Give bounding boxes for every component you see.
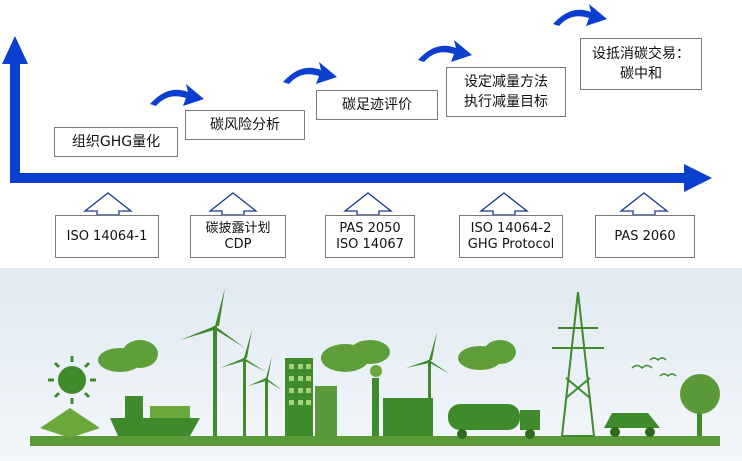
hollow-up-arrow-icon <box>83 192 133 216</box>
curved-arrow-icon <box>418 40 472 62</box>
standard-pas2060: PAS 2060 <box>595 215 695 258</box>
stage-label: 组织GHG量化 <box>71 134 161 150</box>
wind-turbine-icon <box>220 330 266 436</box>
office-building-icon <box>285 358 313 436</box>
timeline-axes <box>2 4 712 216</box>
solar-panel-icon <box>40 408 100 438</box>
stage-label: 碳足迹评价 <box>342 97 412 113</box>
tree-icon <box>680 374 720 436</box>
stage-reduction-target: 设定减量方法 执行减量目标 <box>446 67 566 117</box>
wind-turbine-icon <box>406 332 450 436</box>
hollow-up-arrow-icon <box>619 192 669 216</box>
hollow-up-arrow-icon <box>479 192 529 216</box>
stage-label-line-2: 执行减量目标 <box>464 94 548 110</box>
wind-turbine-icon <box>180 288 245 436</box>
ground-strip <box>30 436 720 446</box>
cargo-ship-icon <box>110 418 200 436</box>
standard-label-line-2: CDP <box>224 236 252 252</box>
horizontal-axis-shaft <box>10 173 690 183</box>
standard-label: ISO 14064-1 <box>66 228 148 244</box>
sun-rays-icon <box>48 356 96 404</box>
stage-label: 碳风险分析 <box>210 117 280 133</box>
standard-iso14064-1: ISO 14064-1 <box>55 215 159 258</box>
power-tower-icon <box>552 291 604 437</box>
stage-footprint-evaluation: 碳足迹评价 <box>316 90 438 120</box>
sun-icon <box>58 366 86 394</box>
birds-icon <box>631 357 677 378</box>
standard-label-line-2: ISO 14067 <box>336 236 404 252</box>
tanker-truck-icon <box>448 404 540 439</box>
standard-cdp: 碳披露计划 CDP <box>190 215 286 258</box>
standard-label-line-1: ISO 14064-2 <box>470 220 552 236</box>
green-city-illustration <box>0 268 742 461</box>
stage-label-line-1: 设抵消碳交易： <box>592 46 690 62</box>
standard-label-line-1: 碳披露计划 <box>205 220 271 236</box>
curved-arrow-icon <box>283 62 337 84</box>
electric-car-icon <box>604 413 660 437</box>
factory-icon <box>370 365 433 436</box>
vertical-axis-arrowhead-icon <box>2 36 28 64</box>
standard-label-line-1: PAS 2050 <box>339 220 401 236</box>
wind-turbine-icon <box>248 356 282 436</box>
stage-risk-analysis: 碳风险分析 <box>185 110 305 140</box>
standard-label: PAS 2060 <box>614 228 676 244</box>
hollow-up-arrow-icon <box>343 192 393 216</box>
stage-ghg-quantification: 组织GHG量化 <box>54 127 178 157</box>
standard-label-line-2: GHG Protocol <box>467 236 555 252</box>
curved-arrow-icon <box>150 84 204 106</box>
stage-label-line-2: 碳中和 <box>620 66 662 82</box>
vertical-axis-shaft <box>10 60 20 182</box>
horizontal-axis-arrowhead-icon <box>684 164 712 192</box>
curved-arrow-icon <box>553 4 607 26</box>
stage-label-line-1: 设定减量方法 <box>464 74 548 90</box>
standard-iso14064-2: ISO 14064-2 GHG Protocol <box>459 215 563 258</box>
hollow-up-arrow-icon <box>208 192 258 216</box>
stage-carbon-neutrality: 设抵消碳交易： 碳中和 <box>580 38 702 90</box>
standard-pas2050: PAS 2050 ISO 14067 <box>325 215 415 258</box>
